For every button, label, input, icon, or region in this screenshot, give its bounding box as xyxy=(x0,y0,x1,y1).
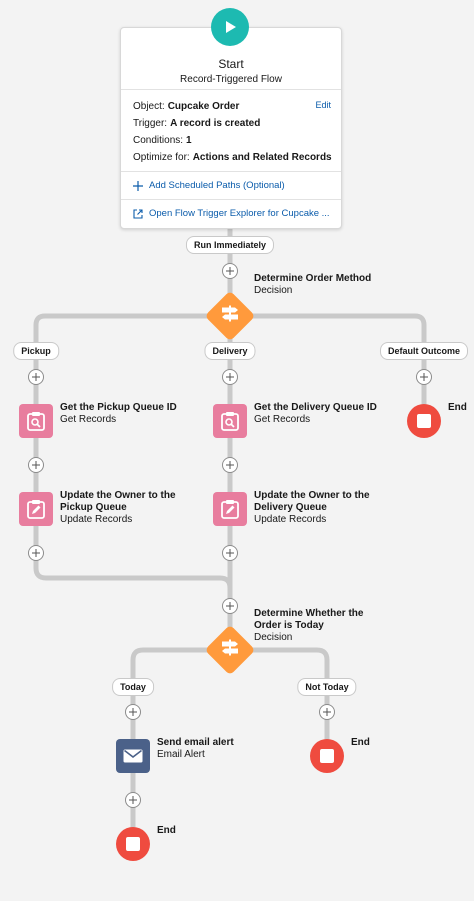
add-element-button[interactable] xyxy=(125,704,141,720)
add-element-button[interactable] xyxy=(222,263,238,279)
decision2-title: Determine Whether the xyxy=(254,608,364,619)
end-node-icon[interactable] xyxy=(310,739,344,773)
get-records-icon[interactable] xyxy=(19,404,53,438)
pickup-update-type: Update Records xyxy=(60,514,133,525)
delivery-update-label: Update the Owner to the Delivery Queue U… xyxy=(254,490,370,526)
object-value: Cupcake Order xyxy=(167,101,240,112)
decision2-type: Decision xyxy=(254,632,293,643)
optimize-value: Actions and Related Records xyxy=(192,152,332,163)
start-node-icon[interactable] xyxy=(211,8,249,46)
outcome-default[interactable]: Default Outcome xyxy=(379,342,469,360)
delivery-get-label: Get the Delivery Queue ID Get Records xyxy=(254,402,377,426)
stop-icon xyxy=(320,749,334,763)
conditions-label: Conditions: xyxy=(133,135,184,146)
start-subtitle: Record-Triggered Flow xyxy=(180,74,282,85)
conditions-value: 1 xyxy=(186,135,192,146)
start-card[interactable]: Start Record-Triggered Flow Edit Object:… xyxy=(120,27,342,229)
outcome-delivery[interactable]: Delivery xyxy=(204,342,256,360)
outcome-not-today[interactable]: Not Today xyxy=(297,678,357,696)
decision-node-icon[interactable] xyxy=(204,290,256,342)
decision-node-icon[interactable] xyxy=(204,624,256,676)
decision2-label: Determine Whether the Order is Today Dec… xyxy=(254,608,363,644)
end-node-icon[interactable] xyxy=(407,404,441,438)
pickup-get-label: Get the Pickup Queue ID Get Records xyxy=(60,402,177,426)
outcome-pickup[interactable]: Pickup xyxy=(13,342,59,360)
decision-label: Determine Order Method Decision xyxy=(254,273,371,297)
end-label: End xyxy=(448,402,467,414)
email-label: Send email alert Email Alert xyxy=(157,737,234,761)
add-element-button[interactable] xyxy=(222,369,238,385)
add-element-button[interactable] xyxy=(319,704,335,720)
optimize-label: Optimize for: xyxy=(133,152,190,163)
envelope-icon xyxy=(123,749,143,763)
decision2-title-line2: Order is Today xyxy=(254,620,324,631)
decision-signpost-icon xyxy=(222,639,238,656)
pickup-get-title: Get the Pickup Queue ID xyxy=(60,402,177,413)
pickup-update-label: Update the Owner to the Pickup Queue Upd… xyxy=(60,490,176,526)
email-type: Email Alert xyxy=(157,749,205,760)
stop-icon xyxy=(126,837,140,851)
pickup-update-title-line2: Pickup Queue xyxy=(60,502,127,513)
delivery-update-type: Update Records xyxy=(254,514,327,525)
run-immediately-pill[interactable]: Run Immediately xyxy=(185,236,275,254)
start-title: Start xyxy=(218,57,244,71)
add-element-button[interactable] xyxy=(28,369,44,385)
start-details: Edit Object:Cupcake Order Trigger:A reco… xyxy=(121,90,341,172)
conditions-row: Conditions:1 xyxy=(133,132,329,149)
add-element-button[interactable] xyxy=(222,598,238,614)
stop-icon xyxy=(417,414,431,428)
add-scheduled-paths-label: Add Scheduled Paths (Optional) xyxy=(149,180,285,191)
email-title: Send email alert xyxy=(157,737,234,748)
delivery-get-type: Get Records xyxy=(254,414,311,425)
end-title: End xyxy=(351,737,370,748)
decision-title: Determine Order Method xyxy=(254,273,372,284)
decision-type: Decision xyxy=(254,285,293,296)
add-element-button[interactable] xyxy=(222,545,238,561)
end-title: End xyxy=(157,825,176,836)
update-records-icon[interactable] xyxy=(213,492,247,526)
add-element-button[interactable] xyxy=(125,792,141,808)
pickup-update-title: Update the Owner to the xyxy=(60,490,176,501)
delivery-update-title: Update the Owner to the xyxy=(254,490,370,501)
object-row: Object:Cupcake Order xyxy=(133,98,329,115)
end-title: End xyxy=(448,402,467,413)
add-element-button[interactable] xyxy=(28,457,44,473)
delivery-get-title: Get the Delivery Queue ID xyxy=(254,402,377,413)
object-label: Object: xyxy=(133,101,165,112)
optimize-row: Optimize for:Actions and Related Records xyxy=(133,149,332,166)
update-records-icon[interactable] xyxy=(19,492,53,526)
external-link-icon xyxy=(133,208,143,219)
trigger-row: Trigger:A record is created xyxy=(133,115,329,132)
end-label: End xyxy=(157,825,176,837)
decision-signpost-icon xyxy=(222,305,238,322)
add-scheduled-paths-link[interactable]: Add Scheduled Paths (Optional) xyxy=(121,172,341,200)
clipboard-search-icon xyxy=(221,412,239,431)
trigger-label: Trigger: xyxy=(133,118,168,129)
add-element-button[interactable] xyxy=(28,545,44,561)
outcome-today[interactable]: Today xyxy=(112,678,154,696)
clipboard-edit-icon xyxy=(221,500,239,519)
edit-link[interactable]: Edit xyxy=(315,100,331,110)
open-trigger-explorer-label: Open Flow Trigger Explorer for Cupcake .… xyxy=(149,208,330,219)
end-node-icon[interactable] xyxy=(116,827,150,861)
delivery-update-title-line2: Delivery Queue xyxy=(254,502,327,513)
trigger-value: A record is created xyxy=(170,118,261,129)
add-element-button[interactable] xyxy=(222,457,238,473)
clipboard-edit-icon xyxy=(27,500,45,519)
add-element-button[interactable] xyxy=(416,369,432,385)
email-alert-icon[interactable] xyxy=(116,739,150,773)
plus-icon xyxy=(133,180,143,191)
get-records-icon[interactable] xyxy=(213,404,247,438)
play-icon xyxy=(226,21,236,33)
clipboard-search-icon xyxy=(27,412,45,431)
open-trigger-explorer-link[interactable]: Open Flow Trigger Explorer for Cupcake .… xyxy=(121,200,341,227)
end-label: End xyxy=(351,737,370,749)
start-card-header: Start Record-Triggered Flow xyxy=(121,28,341,90)
pickup-get-type: Get Records xyxy=(60,414,117,425)
